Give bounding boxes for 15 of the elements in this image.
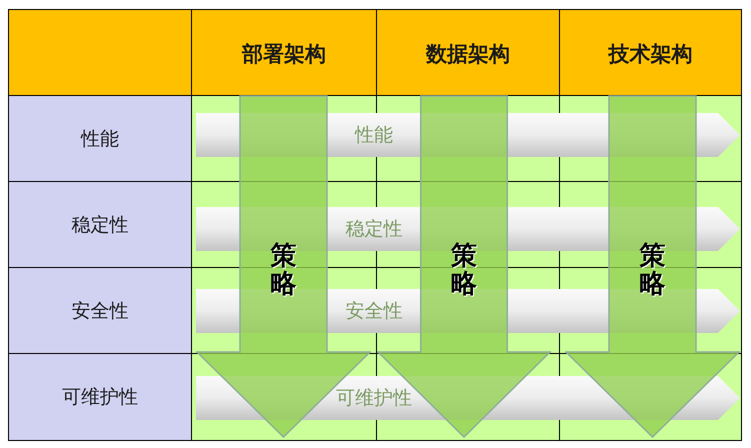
row-header: 安全性: [8, 267, 192, 354]
arrow-label: 安全性: [346, 299, 402, 324]
row-header: 稳定性: [8, 181, 192, 268]
arrow-label: 策略: [270, 242, 296, 298]
row-header: 性能: [8, 95, 192, 182]
row-header: 可维护性: [8, 353, 192, 441]
arrow-label: 性能: [355, 123, 393, 148]
down-arrow: [565, 95, 740, 438]
arrow-label: 策略: [640, 242, 666, 298]
arrow-label: 策略: [451, 242, 477, 298]
column-header: 部署架构: [191, 9, 377, 96]
column-header: 技术架构: [559, 9, 742, 96]
column-header: 数据架构: [376, 9, 560, 96]
arrow-label: 稳定性: [346, 217, 402, 242]
arrow-label: 可维护性: [336, 386, 412, 411]
